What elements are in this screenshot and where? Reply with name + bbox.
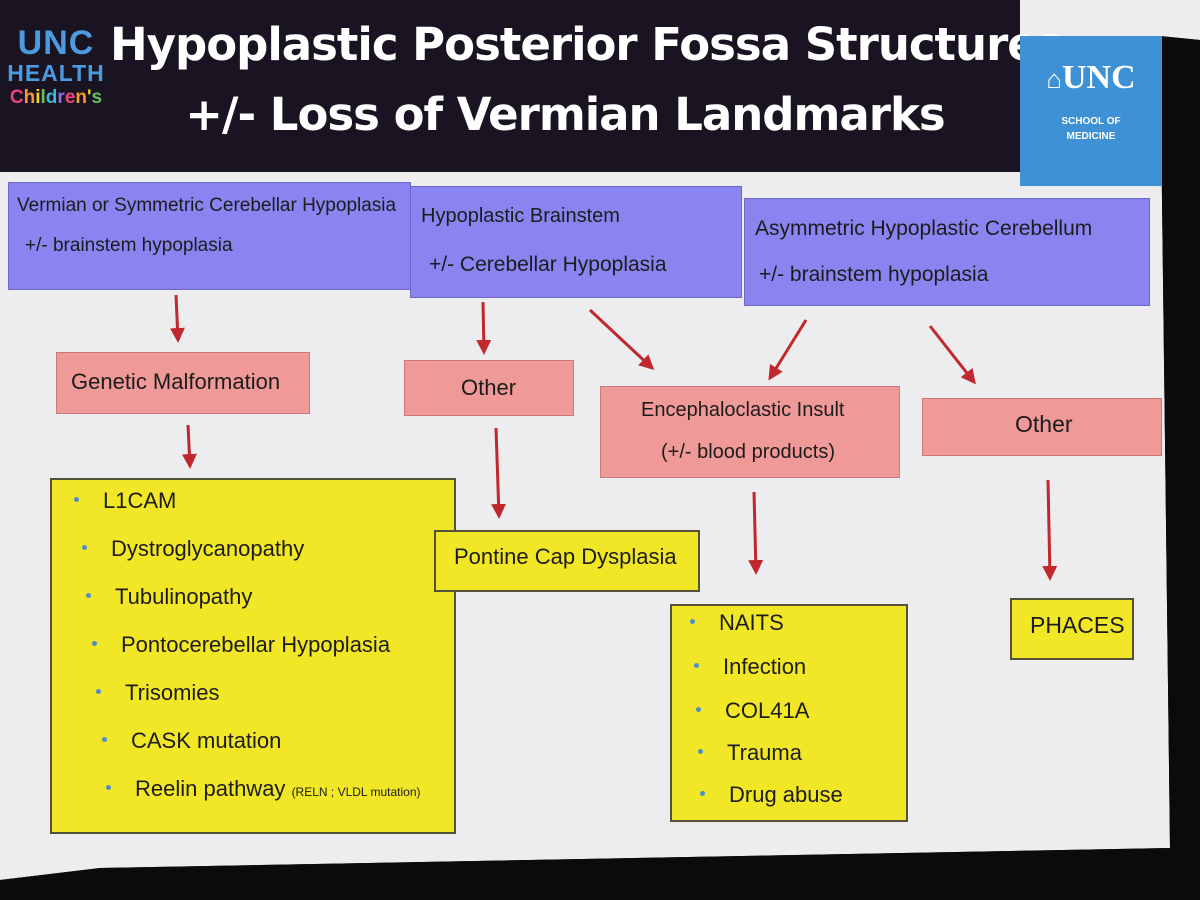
hypoplastic-brainstem-title: Hypoplastic Brainstem — [421, 205, 620, 227]
arrow-brainstem-to-encephaloclastic — [588, 308, 655, 371]
bullet-icon — [690, 618, 695, 624]
arrow-genetic-to-list — [181, 424, 197, 469]
list-item: Trauma — [698, 740, 802, 766]
encephaloclastic-insult-box: Encephaloclastic Insult (+/- blood produ… — [600, 386, 900, 478]
arrow-encephaloclastic-to-list — [748, 491, 764, 575]
unc-school-of-medicine-logo: ⌂UNC SCHOOL OF MEDICINE — [1020, 36, 1162, 186]
logo-childrens-text: Children's — [9, 87, 103, 108]
bullet-icon — [694, 662, 699, 668]
old-well-icon: ⌂ — [1046, 65, 1062, 94]
list-item: Reelin pathway (RELN ; VLDL mutation) — [106, 776, 421, 802]
hypoplastic-brainstem-subtitle: +/- Cerebellar Hypoplasia — [429, 253, 667, 276]
unc-health-childrens-logo: UNC HEALTH Children's — [2, 26, 110, 110]
genetic-malformation-label: Genetic Malformation — [71, 369, 281, 394]
pontine-cap-dysplasia-box: Pontine Cap Dysplasia — [434, 530, 700, 592]
bullet-icon — [74, 496, 79, 502]
list-item: CASK mutation — [102, 728, 281, 754]
pontine-cap-dysplasia-label: Pontine Cap Dysplasia — [454, 544, 677, 569]
arrow-asymmetric-to-encephaloclastic — [768, 319, 808, 381]
list-item: COL41A — [696, 698, 809, 724]
asymmetric-cerebellum-subtitle: +/- brainstem hypoplasia — [759, 263, 989, 286]
arrow-other-to-pontine — [491, 427, 507, 519]
slide-title-line2: +/- Loss of Vermian Landmarks — [185, 88, 945, 141]
asymmetric-cerebellum-box: Asymmetric Hypoplastic Cerebellum +/- br… — [744, 198, 1150, 306]
title-banner: UNC HEALTH Children's Hypoplastic Poster… — [0, 0, 1064, 172]
list-item: Dystroglycanopathy — [82, 536, 304, 562]
list-item: Tubulinopathy — [86, 584, 252, 610]
list-item: L1CAM — [74, 488, 176, 514]
list-item: NAITS — [690, 610, 784, 636]
other-right-box: Other — [922, 398, 1162, 456]
bullet-icon — [696, 706, 701, 712]
other-left-label: Other — [461, 375, 517, 400]
som-logo-medicine: MEDICINE — [1066, 131, 1116, 142]
hypoplastic-brainstem-box: Hypoplastic Brainstem +/- Cerebellar Hyp… — [410, 186, 742, 298]
reelin-note: (RELN ; VLDL mutation) — [291, 785, 421, 799]
encephaloclastic-blood-products-label: (+/- blood products) — [661, 441, 835, 463]
bullet-icon — [698, 748, 703, 754]
list-item: Trisomies — [96, 680, 220, 706]
slide-title-line1: Hypoplastic Posterior Fossa Structures — [110, 18, 1064, 71]
vermian-symmetric-subtitle: +/- brainstem hypoplasia — [25, 235, 233, 256]
bullet-icon — [82, 544, 87, 550]
arrow-asymmetric-to-other — [928, 325, 976, 385]
vermian-symmetric-title: Vermian or Symmetric Cerebellar Hypoplas… — [17, 195, 397, 216]
list-item: Pontocerebellar Hypoplasia — [92, 632, 390, 658]
encephaloclastic-insult-label: Encephaloclastic Insult — [641, 399, 845, 421]
genetic-causes-box: L1CAM Dystroglycanopathy Tubulinopathy P… — [50, 478, 456, 834]
arrow-vermian-to-genetic — [169, 294, 185, 343]
bullet-icon — [86, 592, 91, 598]
som-logo-school-of: SCHOOL OF — [1061, 116, 1121, 127]
list-item: Drug abuse — [700, 782, 843, 808]
list-item: Infection — [694, 654, 806, 680]
logo-health-text: HEALTH — [7, 60, 105, 86]
other-right-label: Other — [1015, 411, 1073, 437]
other-left-box: Other — [404, 360, 574, 416]
asymmetric-cerebellum-title: Asymmetric Hypoplastic Cerebellum — [755, 217, 1093, 240]
arrow-brainstem-to-other — [476, 301, 492, 355]
bullet-icon — [92, 640, 97, 646]
som-logo-unc: ⌂UNC — [1046, 59, 1136, 96]
bullet-icon — [106, 784, 111, 790]
vermian-symmetric-box: Vermian or Symmetric Cerebellar Hypoplas… — [8, 182, 411, 290]
phaces-label: PHACES — [1030, 612, 1125, 638]
encephaloclastic-causes-box: NAITS Infection COL41A Trauma Drug abuse — [670, 604, 908, 822]
phaces-box: PHACES — [1010, 598, 1134, 660]
bullet-icon — [96, 688, 101, 694]
genetic-malformation-box: Genetic Malformation — [56, 352, 310, 414]
bullet-icon — [102, 736, 107, 742]
bullet-icon — [700, 790, 705, 796]
arrow-other-to-phaces — [1042, 479, 1058, 581]
logo-unc-text: UNC — [17, 24, 95, 62]
